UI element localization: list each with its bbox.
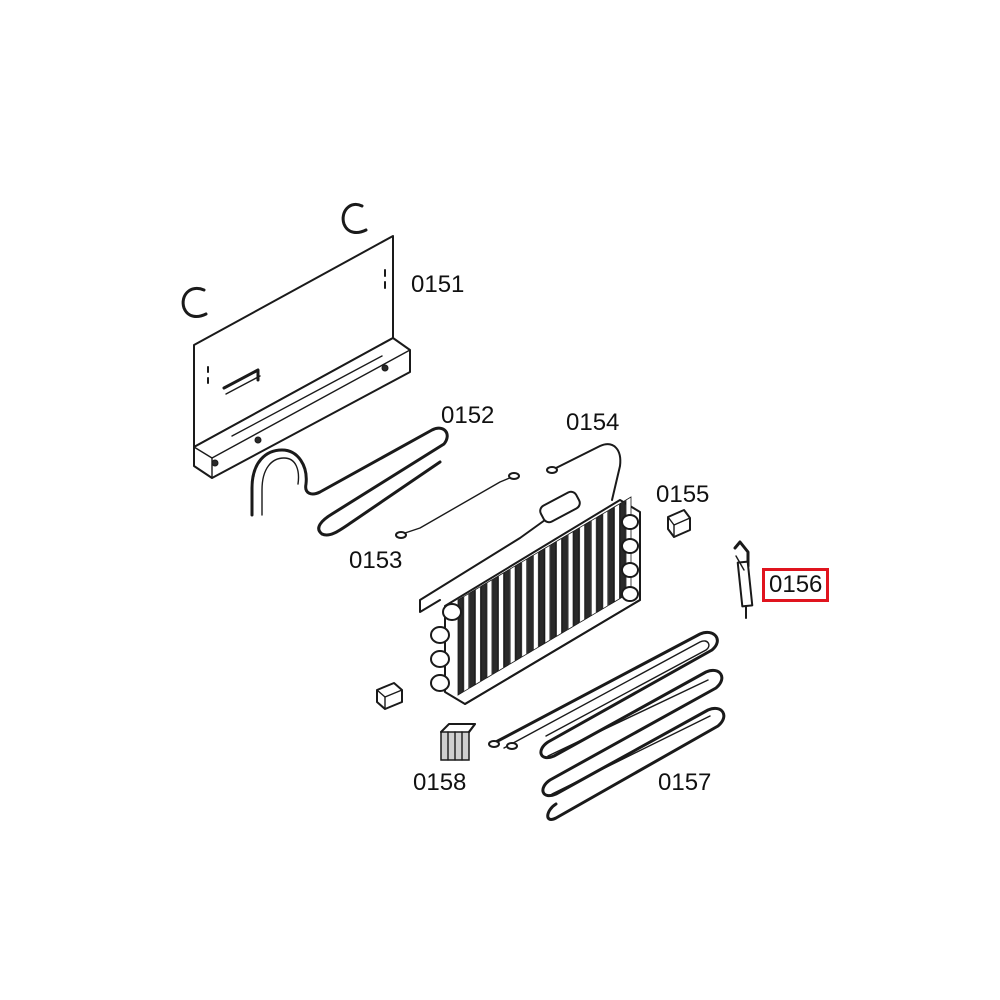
fin — [532, 551, 539, 651]
fin — [515, 561, 522, 662]
drain-tube-0152[interactable] — [250, 426, 449, 537]
fin — [602, 510, 609, 610]
fin — [492, 575, 499, 676]
fin — [567, 530, 574, 631]
fin — [579, 523, 586, 624]
clip-left[interactable] — [181, 287, 208, 318]
sensor-wire-0153[interactable] — [395, 472, 520, 539]
clamp-0158[interactable] — [440, 723, 476, 761]
fin — [521, 558, 528, 658]
fin — [544, 544, 551, 644]
label-0154[interactable]: 0154 — [566, 409, 620, 436]
fin — [608, 506, 615, 607]
label-0151[interactable]: 0151 — [411, 271, 465, 298]
fin — [486, 579, 493, 679]
fin — [573, 527, 580, 627]
fin — [480, 582, 487, 682]
fin — [457, 596, 464, 696]
evaporator[interactable] — [419, 490, 641, 705]
fin — [561, 534, 568, 634]
fin — [614, 503, 620, 603]
evaporator-fins — [457, 496, 632, 696]
fin — [469, 589, 475, 689]
fin — [474, 585, 481, 686]
fin — [550, 541, 557, 641]
fin — [590, 516, 597, 617]
label-0155[interactable]: 0155 — [656, 481, 710, 508]
label-0152[interactable]: 0152 — [441, 402, 495, 429]
label-0158[interactable]: 0158 — [413, 769, 467, 796]
fin — [596, 513, 603, 613]
fin — [527, 554, 533, 655]
thermal-fuse-0156[interactable] — [733, 540, 754, 619]
defrost-heater-0157[interactable] — [488, 631, 726, 821]
capillary-tube-0154[interactable] — [546, 443, 622, 501]
fin — [585, 520, 591, 620]
label-0156-highlighted[interactable]: 0156 — [762, 568, 830, 602]
spacer-block-0155[interactable] — [667, 509, 691, 538]
tube-bends-right — [621, 514, 639, 602]
fin — [509, 565, 516, 665]
fin — [556, 537, 562, 638]
label-0153[interactable]: 0153 — [349, 547, 403, 574]
tube-bends-left — [430, 603, 462, 692]
fin — [463, 592, 470, 693]
fin — [538, 548, 545, 648]
clip-top[interactable] — [341, 203, 368, 234]
cover-plate-0151[interactable] — [193, 235, 411, 479]
fin — [503, 568, 510, 669]
fin — [498, 572, 504, 672]
spacer-block-lower[interactable] — [376, 682, 403, 710]
label-0157[interactable]: 0157 — [658, 769, 712, 796]
